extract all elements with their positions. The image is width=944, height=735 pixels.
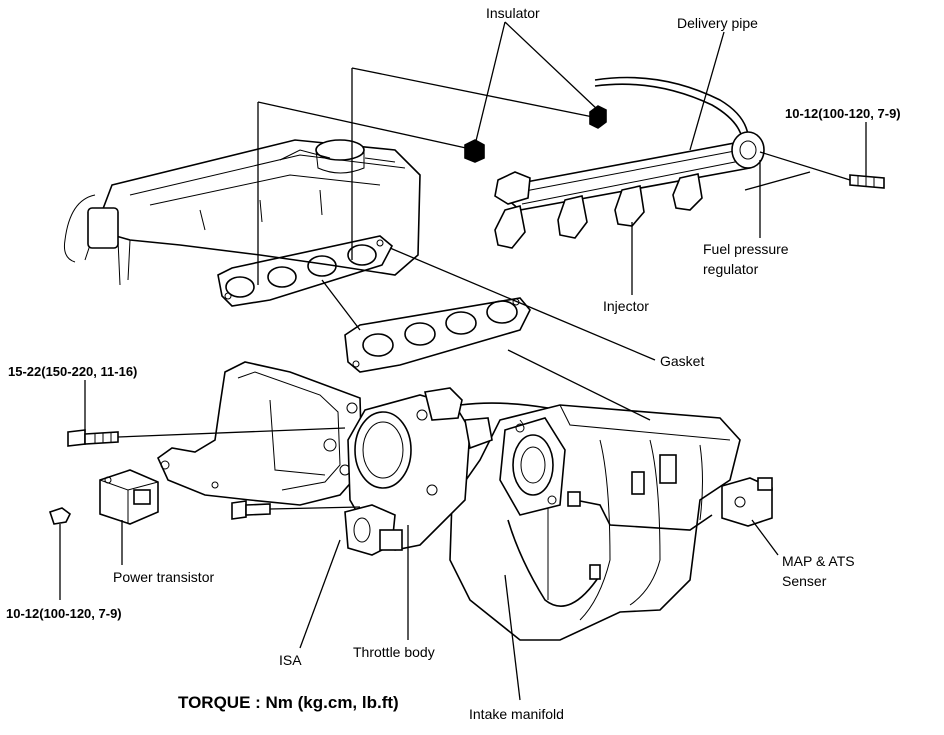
throttle-body-bolt xyxy=(67,429,119,447)
intake-manifold-body xyxy=(449,404,741,641)
label-insulator: Insulator xyxy=(486,5,540,21)
upper-gasket xyxy=(217,235,394,307)
label-torque-transistor: 10-12(100-120, 7-9) xyxy=(6,606,122,621)
manifold-gasket xyxy=(344,297,531,373)
torque-units-title: TORQUE : Nm (kg.cm, lb.ft) xyxy=(178,693,399,712)
delivery-pipe-bolt xyxy=(849,174,885,189)
label-map-ats-line1: MAP & ATS xyxy=(782,553,855,569)
insulator-parts xyxy=(464,105,607,163)
label-throttle-body: Throttle body xyxy=(353,644,435,660)
map-ats-sensor-part xyxy=(721,477,773,527)
label-gasket: Gasket xyxy=(660,353,704,369)
label-injector: Injector xyxy=(603,298,649,314)
manifold-vacuum-lines xyxy=(507,454,713,607)
power-transistor-part xyxy=(99,469,159,525)
power-transistor-bolt xyxy=(48,507,72,525)
label-power-transistor: Power transistor xyxy=(113,569,214,585)
label-map-ats-line2: Senser xyxy=(782,573,827,589)
label-delivery-pipe: Delivery pipe xyxy=(677,15,758,31)
label-torque-delivery: 10-12(100-120, 7-9) xyxy=(785,106,901,121)
label-fuel-pressure-regulator-line2: regulator xyxy=(703,261,759,277)
label-torque-throttle: 15-22(150-220, 11-16) xyxy=(8,364,137,379)
engine-cylinder-head xyxy=(64,139,421,286)
delivery-pipe-assembly xyxy=(494,76,765,249)
isa-valve-part xyxy=(344,504,403,556)
bracket-bolt xyxy=(231,500,271,520)
manifold-stay-bracket xyxy=(156,361,363,506)
leader-lines xyxy=(59,21,867,701)
label-isa: ISA xyxy=(279,652,302,668)
label-fuel-pressure-regulator-line1: Fuel pressure xyxy=(703,241,789,257)
label-intake-manifold: Intake manifold xyxy=(469,706,564,722)
